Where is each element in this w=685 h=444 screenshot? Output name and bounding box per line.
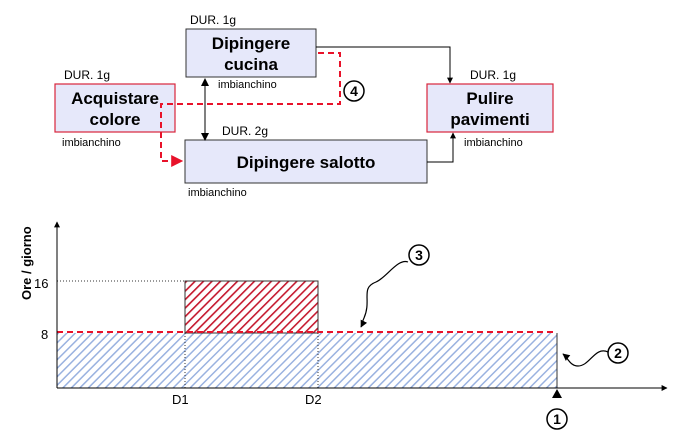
task-resource: imbianchino bbox=[218, 79, 277, 91]
callout-1: 1 bbox=[546, 408, 568, 430]
task-dipingere-salotto: DUR. 2g Dipingere salotto imbianchino bbox=[184, 124, 428, 199]
task-title-line: pavimenti bbox=[450, 110, 529, 129]
task-title-line: Pulire bbox=[466, 89, 513, 108]
callout-2: 2 bbox=[562, 342, 629, 367]
task-duration: DUR. 1g bbox=[190, 13, 236, 27]
peak-load-area bbox=[184, 280, 319, 334]
task-title-line: Dipingere bbox=[212, 34, 290, 53]
task-title-line: Dipingere salotto bbox=[237, 153, 376, 172]
task-dipingere-cucina: DUR. 1g Dipingere cucina imbianchino bbox=[185, 13, 317, 91]
x-tick: D2 bbox=[305, 392, 322, 407]
y-tick: 16 bbox=[34, 276, 48, 291]
task-pulire-pavimenti: DUR. 1g Pulire pavimenti imbianchino bbox=[426, 68, 554, 149]
task-duration: DUR. 2g bbox=[222, 124, 268, 138]
task-resource: imbianchino bbox=[464, 137, 523, 149]
task-title-line: cucina bbox=[224, 55, 278, 74]
svg-text:3: 3 bbox=[415, 247, 423, 263]
arrow-cucina-to-pulire bbox=[316, 46, 453, 84]
base-load-area bbox=[57, 333, 557, 388]
task-acquistare-colore: DUR. 1g Acquistare colore imbianchino bbox=[54, 68, 176, 149]
task-resource: imbianchino bbox=[62, 137, 121, 149]
svg-text:1: 1 bbox=[553, 411, 561, 427]
task-duration: DUR. 1g bbox=[470, 68, 516, 82]
y-axis-label: Ore / giorno bbox=[19, 226, 34, 300]
svg-text:2: 2 bbox=[614, 345, 622, 361]
svg-text:4: 4 bbox=[350, 83, 358, 99]
x-tick: D1 bbox=[172, 392, 189, 407]
task-title-line: colore bbox=[89, 110, 140, 129]
y-tick: 8 bbox=[41, 327, 48, 342]
task-duration: DUR. 1g bbox=[64, 68, 110, 82]
resource-histogram: Ore / giorno 16 8 D1 D2 1 2 3 bbox=[19, 221, 668, 430]
task-resource: imbianchino bbox=[188, 187, 247, 199]
precedence-arrows bbox=[201, 46, 456, 163]
callout-4: 4 bbox=[343, 80, 365, 102]
critical-path-dashed bbox=[160, 52, 341, 167]
callout-3: 3 bbox=[360, 244, 430, 328]
task-title-line: Acquistare bbox=[71, 89, 159, 108]
arrow-salotto-to-pulire bbox=[427, 132, 456, 163]
